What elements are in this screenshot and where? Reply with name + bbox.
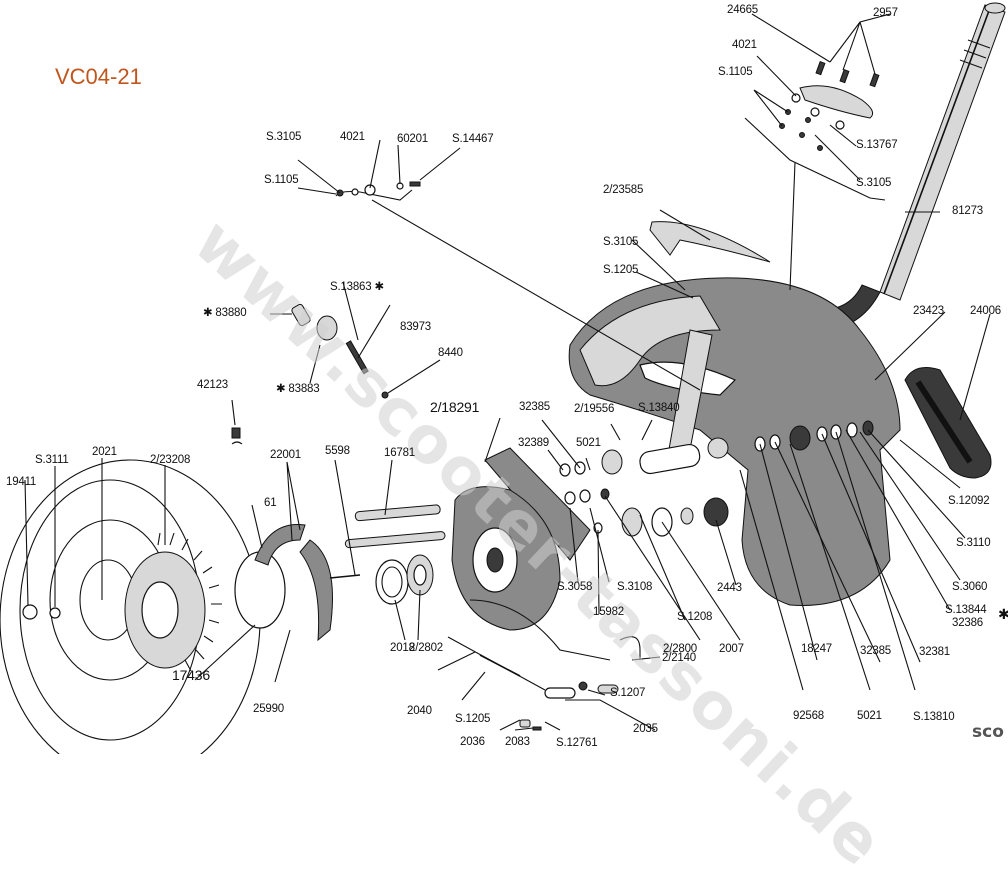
part-label: S.1105	[718, 66, 753, 78]
part-label: S.1208	[677, 611, 713, 623]
part-label: 2/19556	[574, 403, 615, 415]
part-label: 2083	[505, 736, 530, 748]
part-label: 5598	[325, 445, 350, 457]
part-label: 2021	[92, 446, 117, 458]
part-label: 24006	[970, 305, 1001, 317]
part-label: 8440	[438, 347, 463, 359]
part-label: 92568	[793, 710, 824, 722]
part-label: S.13844	[945, 604, 987, 616]
speedo-drive-parts	[231, 303, 389, 445]
part-label: S.1205	[455, 713, 491, 725]
part-label: S.3058	[557, 581, 593, 593]
part-label: 2/18291	[430, 399, 480, 415]
part-label: 25990	[253, 703, 284, 715]
part-label: 2040	[407, 705, 432, 717]
exploded-parts-diagram	[0, 2, 1006, 754]
part-label: 24665	[727, 4, 758, 16]
part-label: S.1105	[264, 174, 299, 186]
part-label: 17436	[172, 667, 210, 683]
part-label: 42123	[197, 379, 228, 391]
part-label: 83973	[400, 321, 431, 333]
part-label: 2957	[873, 7, 898, 19]
part-label: S.12092	[948, 495, 990, 507]
part-label: 2036	[460, 736, 485, 748]
fork-link-2-18291	[451, 447, 591, 631]
part-label: S.3060	[952, 581, 988, 593]
corner-brand: sco	[972, 722, 1004, 742]
part-label: S.3105	[603, 236, 639, 248]
part-label: 16781	[384, 447, 415, 459]
brake-shoes-22001	[234, 523, 361, 642]
part-label: S.14467	[452, 133, 494, 145]
part-label: S.1205	[603, 264, 639, 276]
part-label: ✱ 83883	[276, 383, 320, 395]
part-label: 81273	[952, 205, 983, 217]
part-label: 23423	[913, 305, 944, 317]
mudguard-crest-2-23585	[649, 221, 771, 263]
part-label: S.3105	[266, 131, 302, 143]
seals-bearings	[375, 420, 874, 605]
part-label: S.3108	[617, 581, 653, 593]
fasteners-top	[335, 61, 886, 391]
part-label: 60201	[397, 133, 428, 145]
part-label: 4021	[340, 131, 365, 143]
steering-tube-81273	[819, 2, 1006, 331]
part-label: S.3105	[856, 177, 892, 189]
part-label: 2/23208	[150, 454, 191, 466]
part-label: 5021	[576, 437, 601, 449]
brake-cable-parts	[447, 599, 641, 731]
mudguard-23423	[568, 277, 901, 606]
part-label: 19411	[6, 476, 37, 488]
part-label: S.13840	[638, 402, 680, 414]
part-label: 2443	[717, 582, 742, 594]
part-label: S.12761	[556, 737, 598, 749]
part-label: 2/2800	[663, 643, 697, 655]
part-label: 2/23585	[603, 184, 644, 196]
part-label: 32389	[518, 437, 549, 449]
part-label: 2007	[719, 643, 744, 655]
part-label: 32386	[952, 617, 983, 629]
brake-drum-assembly	[0, 459, 261, 754]
part-label: 2/2140	[662, 652, 696, 664]
part-label: ✱ 83880	[203, 307, 247, 319]
part-label: 5021	[857, 710, 882, 722]
part-label: 2035	[633, 723, 658, 735]
part-label: S.13810	[913, 711, 955, 723]
leader-lines	[24, 13, 991, 731]
part-label: S.13863 ✱	[330, 281, 384, 293]
asterisk-mark: ✱	[998, 606, 1008, 622]
part-label: 32381	[919, 646, 950, 658]
part-label: 2/2802	[409, 642, 443, 654]
part-label: S.3111	[35, 454, 69, 466]
part-label: 22001	[270, 449, 301, 461]
part-label: S.3110	[956, 537, 991, 549]
damper-24006	[904, 367, 992, 479]
part-label: 32385	[519, 401, 550, 413]
part-label: S.1207	[610, 687, 646, 699]
part-label: 4021	[732, 39, 757, 51]
diagram-code: VC04-21	[55, 64, 142, 89]
shafts-5598-16781	[344, 504, 446, 549]
part-label: 32385	[860, 645, 891, 657]
part-label: 18247	[801, 643, 832, 655]
part-label: 61	[264, 497, 277, 509]
part-label: S.13767	[856, 139, 898, 151]
part-label: 2018	[390, 642, 415, 654]
part-label: 15982	[593, 606, 624, 618]
fork-pivot-arm	[639, 329, 713, 475]
